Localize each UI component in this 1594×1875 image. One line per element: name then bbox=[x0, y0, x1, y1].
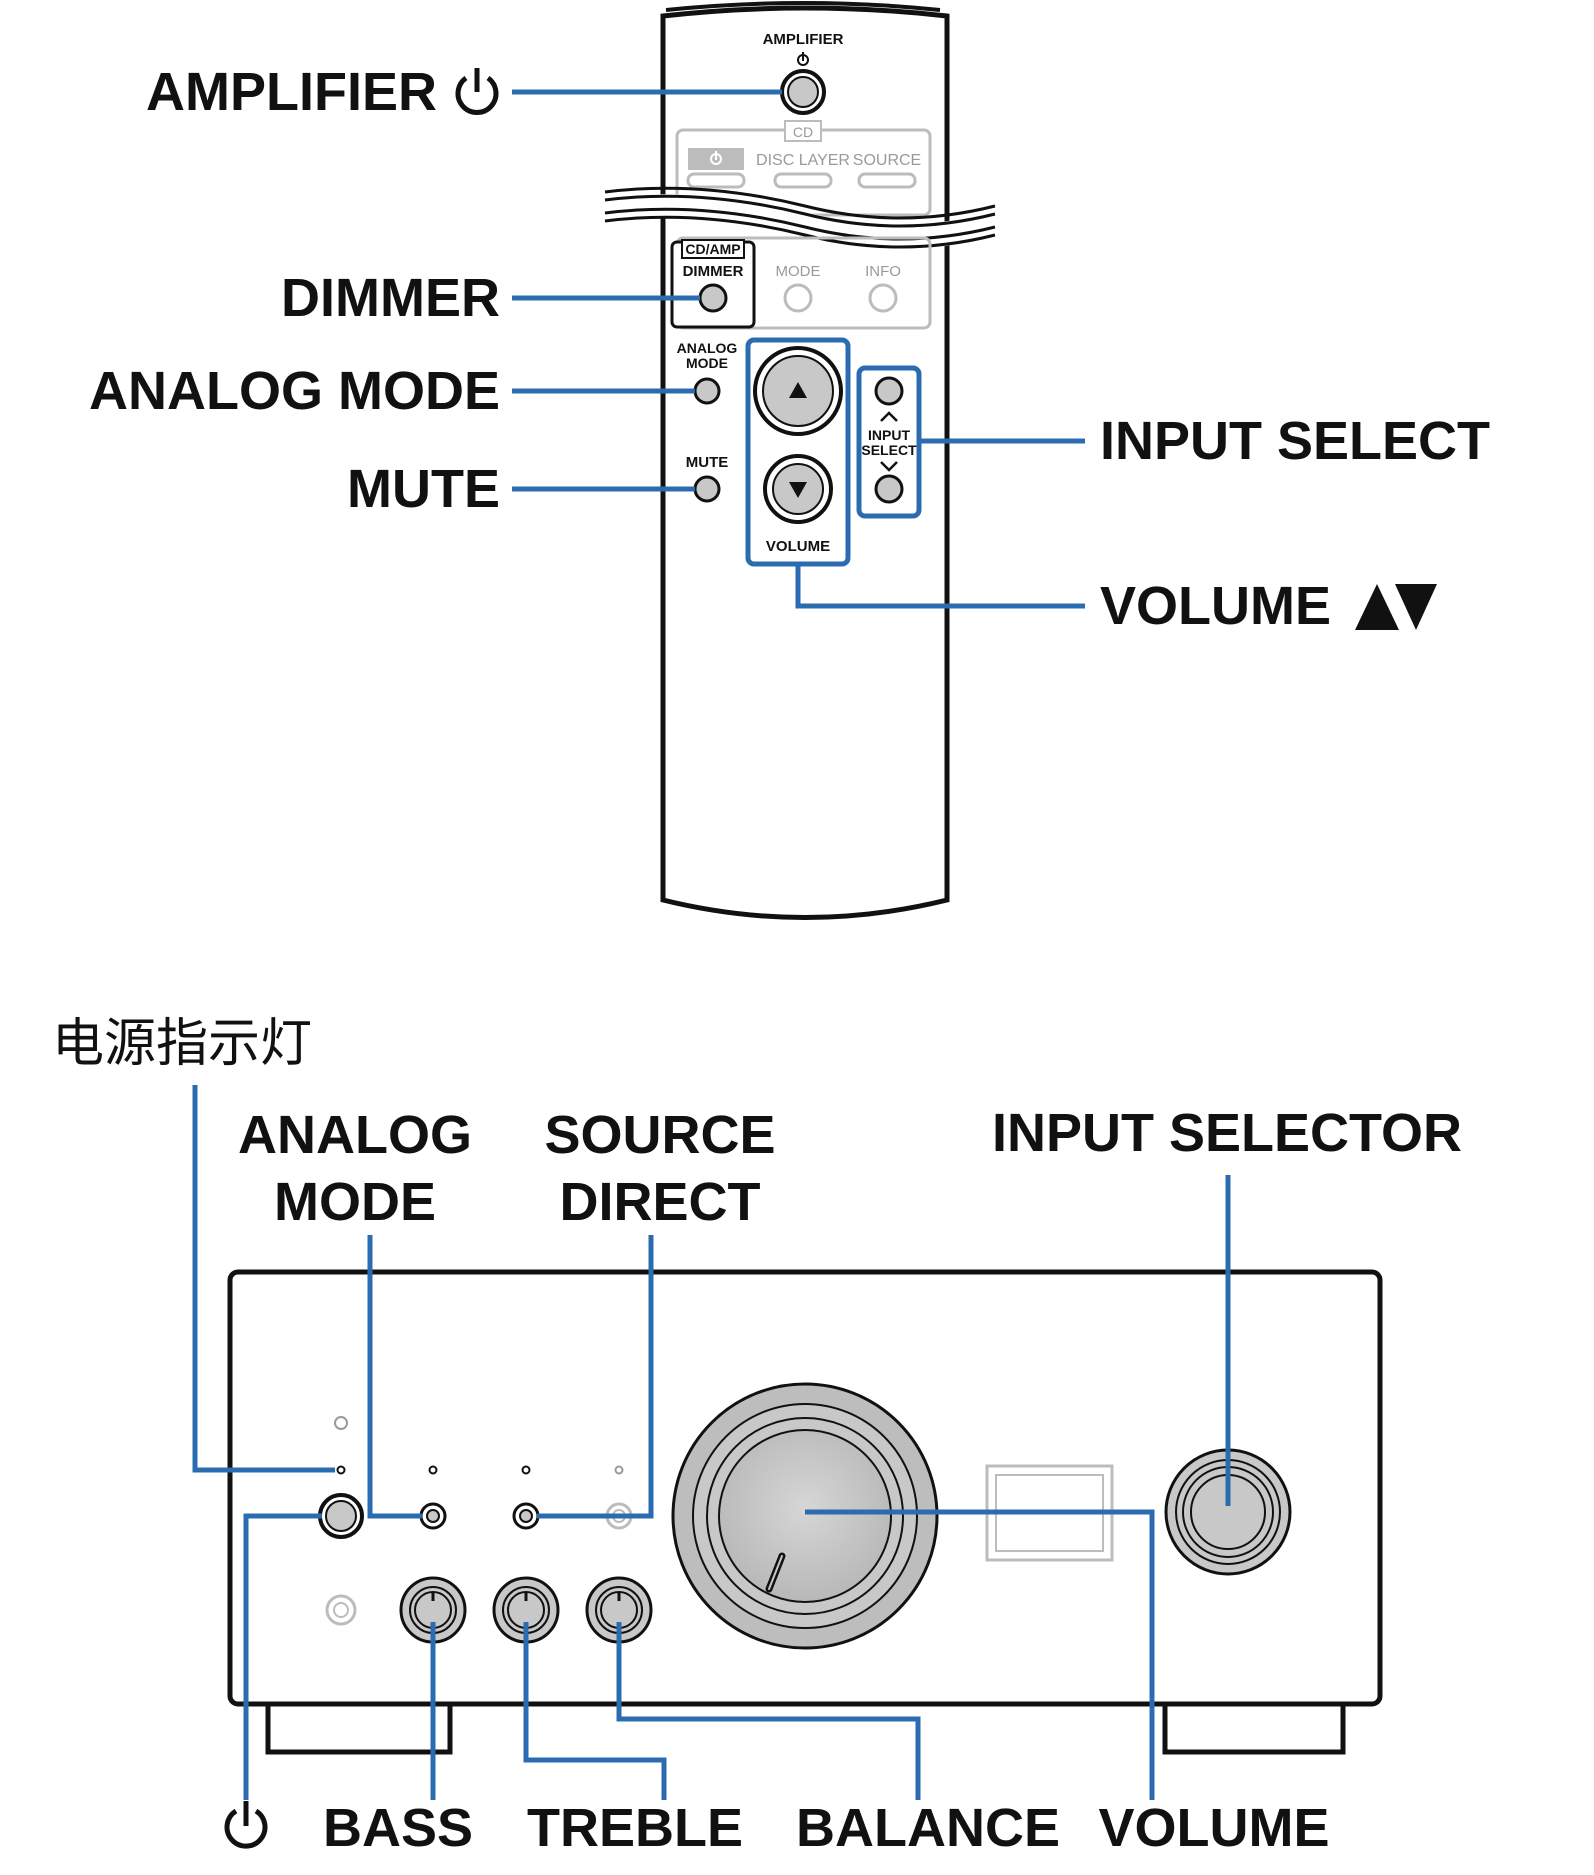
remote-info-button[interactable] bbox=[868, 283, 898, 313]
remote-leader-lines bbox=[512, 89, 1085, 609]
callout-balance: BALANCE bbox=[796, 1798, 1060, 1858]
remote-control: AMPLIFIER CD DISC LAYER SOURCE bbox=[604, 1, 996, 920]
callout-panel-analog-1: ANALOG bbox=[238, 1105, 472, 1165]
faded-led bbox=[614, 1465, 624, 1475]
callout-dimmer: DIMMER bbox=[281, 268, 500, 328]
faded-indicator bbox=[334, 1416, 348, 1430]
panel-power-icon bbox=[224, 1801, 268, 1849]
remote-mute-button[interactable] bbox=[693, 475, 721, 503]
remote-cd-tag: CD bbox=[793, 124, 813, 140]
remote-input-down-button[interactable] bbox=[874, 474, 904, 504]
remote-input-label-2: SELECT bbox=[861, 442, 917, 458]
remote-cd-button-3[interactable] bbox=[857, 172, 917, 189]
triangle-down-icon bbox=[789, 482, 807, 498]
callout-power-indicator: 电源指示灯 bbox=[52, 1014, 312, 1074]
triangle-up-icon bbox=[789, 382, 807, 398]
callout-panel-volume: VOLUME bbox=[1098, 1798, 1329, 1858]
callout-source-2: DIRECT bbox=[560, 1172, 761, 1232]
callout-panel-analog-2: MODE bbox=[274, 1172, 436, 1232]
remote-power-mini-icon bbox=[797, 52, 809, 66]
remote-mode-button[interactable] bbox=[783, 283, 813, 313]
remote-cd-amp-tag: CD/AMP bbox=[685, 241, 740, 257]
remote-input-up-button[interactable] bbox=[874, 376, 904, 406]
remote-cd-amp-section: CD/AMP DIMMER MODE INFO bbox=[670, 236, 932, 330]
headphone-jack bbox=[325, 1594, 357, 1626]
callout-input-select: INPUT SELECT bbox=[1100, 411, 1490, 471]
remote-cd-button-1[interactable] bbox=[686, 172, 746, 189]
chevron-up-icon bbox=[880, 411, 898, 422]
remote-cd-power-icon bbox=[710, 151, 722, 165]
panel-source-direct-button[interactable] bbox=[512, 1502, 540, 1530]
remote-mute-label: MUTE bbox=[686, 454, 729, 471]
remote-volume-highlight bbox=[745, 337, 851, 567]
callout-bass: BASS bbox=[323, 1798, 473, 1858]
volume-up-down-icon bbox=[1355, 584, 1437, 630]
remote-source-label: SOURCE bbox=[853, 152, 921, 169]
remote-volume-up-button[interactable] bbox=[753, 346, 843, 436]
panel-leader-lines bbox=[192, 1085, 1231, 1800]
analog-mode-led bbox=[428, 1465, 438, 1475]
remote-dimmer-label: DIMMER bbox=[683, 263, 744, 280]
remote-break bbox=[604, 186, 996, 249]
callout-treble: TREBLE bbox=[527, 1798, 743, 1858]
panel-power-button[interactable] bbox=[318, 1493, 364, 1539]
callout-analog-mode: ANALOG MODE bbox=[89, 361, 500, 421]
remote-analog-label-2: MODE bbox=[686, 355, 728, 371]
callout-volume: VOLUME bbox=[1100, 576, 1331, 636]
remote-disc-layer-label: DISC LAYER bbox=[756, 152, 850, 169]
remote-dimmer-button[interactable] bbox=[698, 283, 728, 313]
chevron-down-icon bbox=[880, 461, 898, 472]
panel-analog-mode-button[interactable] bbox=[419, 1502, 447, 1530]
remote-volume-label: VOLUME bbox=[766, 538, 830, 555]
callout-source-1: SOURCE bbox=[544, 1105, 775, 1165]
power-indicator-led bbox=[336, 1465, 346, 1475]
power-icon bbox=[455, 68, 499, 115]
remote-cd-button-2[interactable] bbox=[773, 172, 833, 189]
front-panel bbox=[227, 1269, 1383, 1755]
volume-knob[interactable] bbox=[671, 1382, 939, 1650]
callout-input-selector: INPUT SELECTOR bbox=[992, 1103, 1462, 1163]
remote-info-label: INFO bbox=[865, 263, 901, 280]
callout-amplifier: AMPLIFIER bbox=[146, 62, 437, 122]
remote-mode-label: MODE bbox=[776, 263, 821, 280]
remote-amplifier-label: AMPLIFIER bbox=[763, 31, 844, 48]
remote-analog-label-1: ANALOG bbox=[677, 340, 738, 356]
remote-cd-section: CD DISC LAYER SOURCE bbox=[675, 120, 932, 217]
remote-volume-down-button[interactable] bbox=[763, 454, 833, 524]
remote-analog-mode-button[interactable] bbox=[693, 377, 721, 405]
callout-mute: MUTE bbox=[347, 459, 500, 519]
remote-input-label-1: INPUT bbox=[868, 427, 910, 443]
source-direct-led bbox=[521, 1465, 531, 1475]
remote-amplifier-button[interactable] bbox=[780, 69, 826, 115]
